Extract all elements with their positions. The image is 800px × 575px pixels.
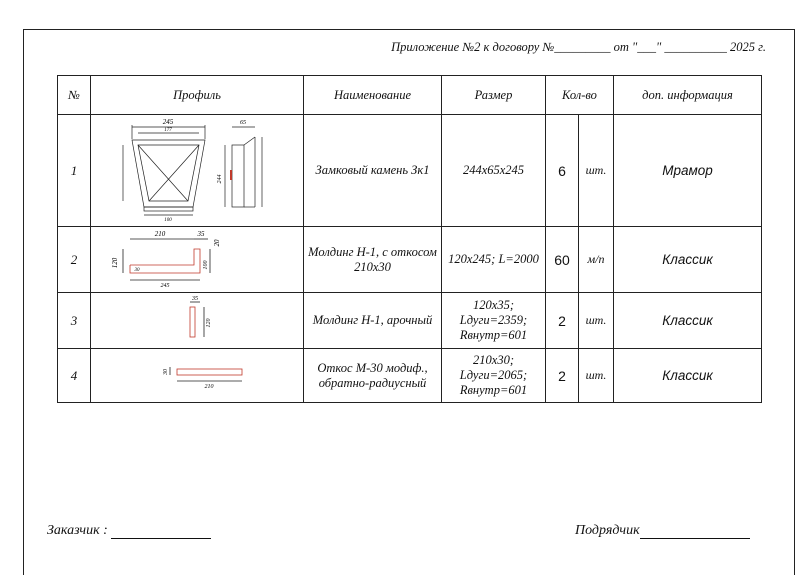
item-unit: шт. xyxy=(578,114,614,227)
item-size: 120х35; Lдуги=2359; Rвнутр=601 xyxy=(441,292,546,349)
item-name: Замковый камень Зк1 xyxy=(303,114,442,227)
dim-label: 177 xyxy=(164,128,172,133)
col-profile: Профиль xyxy=(90,75,304,115)
col-number: № xyxy=(57,75,91,115)
document-header: Приложение №2 к договору №_________ от "… xyxy=(391,40,766,54)
contractor-signature-line xyxy=(639,524,750,539)
item-name: Откос М-30 модиф., обратно-радиусный xyxy=(303,348,442,403)
item-info: Классик xyxy=(613,226,762,293)
page-frame xyxy=(23,29,795,575)
keystone-drawing: 245 177 65 244 100 xyxy=(122,118,263,223)
item-size: 210х30; Lдуги=2065; Rвнутр=601 xyxy=(441,348,546,403)
dim-label: 30 xyxy=(135,268,141,273)
customer-signature: Заказчик : xyxy=(47,523,212,539)
profile-drawing: 245 177 65 244 100 xyxy=(90,114,304,227)
item-qty: 60 xyxy=(545,226,579,293)
item-unit: м/п xyxy=(578,226,614,293)
profile-drawing: 30 210 xyxy=(90,348,304,403)
col-name: Наименование xyxy=(303,75,442,115)
dim-label: 100 xyxy=(203,261,209,270)
item-name: Молдинг Н-1, с откосом 210х30 xyxy=(303,226,442,293)
customer-signature-line xyxy=(111,524,212,539)
table-row: 4 30 210 Откос М-30 модиф., обратно-ради… xyxy=(57,348,762,403)
col-size: Размер xyxy=(441,75,546,115)
dim-label: 35 xyxy=(197,230,206,238)
row-number: 1 xyxy=(57,114,91,227)
contractor-signature: Подрядчик xyxy=(575,523,750,539)
item-size: 120х245; L=2000 xyxy=(441,226,546,293)
item-info: Классик xyxy=(613,348,762,403)
col-info: доп. информация xyxy=(613,75,762,115)
arch-molding-drawing: 35 120 xyxy=(189,296,212,338)
table-row: 1 xyxy=(57,114,762,227)
item-qty: 2 xyxy=(545,292,579,349)
table-row: 2 210 35 20 120 30 100 245 Молдинг Н-1, … xyxy=(57,226,762,293)
table-row: 3 35 120 Молдинг Н-1, арочный 120х35; Lд… xyxy=(57,292,762,349)
dim-label: 245 xyxy=(163,118,174,126)
dim-label: 20 xyxy=(213,239,221,247)
row-number: 3 xyxy=(57,292,91,349)
contractor-label: Подрядчик xyxy=(575,523,640,538)
dim-label: 35 xyxy=(191,296,198,302)
item-unit: шт. xyxy=(578,348,614,403)
dim-label: 244 xyxy=(216,175,223,184)
dim-label: 100 xyxy=(164,218,172,221)
dim-label: 120 xyxy=(111,257,119,268)
item-qty: 6 xyxy=(545,114,579,227)
dim-label: 245 xyxy=(161,282,170,287)
dim-label: 210 xyxy=(205,384,214,390)
item-info: Мрамор xyxy=(613,114,762,227)
slope-drawing: 30 210 xyxy=(163,367,243,390)
item-info: Классик xyxy=(613,292,762,349)
row-number: 2 xyxy=(57,226,91,293)
molding-drawing: 210 35 20 120 30 100 245 xyxy=(111,230,221,289)
dim-label: 210 xyxy=(155,230,166,238)
table-header-row: № Профиль Наименование Размер Кол-во доп… xyxy=(57,75,762,115)
specification-table: № Профиль Наименование Размер Кол-во доп… xyxy=(57,75,762,403)
profile-drawing: 35 120 xyxy=(90,292,304,349)
dim-label: 65 xyxy=(240,120,246,126)
customer-label: Заказчик : xyxy=(47,523,108,538)
profile-drawing: 210 35 20 120 30 100 245 xyxy=(90,226,304,293)
item-unit: шт. xyxy=(578,292,614,349)
col-qty: Кол-во xyxy=(545,75,614,115)
row-number: 4 xyxy=(57,348,91,403)
item-name: Молдинг Н-1, арочный xyxy=(303,292,442,349)
item-size: 244х65х245 xyxy=(441,114,546,227)
dim-label: 30 xyxy=(163,369,169,376)
dim-label: 120 xyxy=(206,319,212,328)
item-qty: 2 xyxy=(545,348,579,403)
